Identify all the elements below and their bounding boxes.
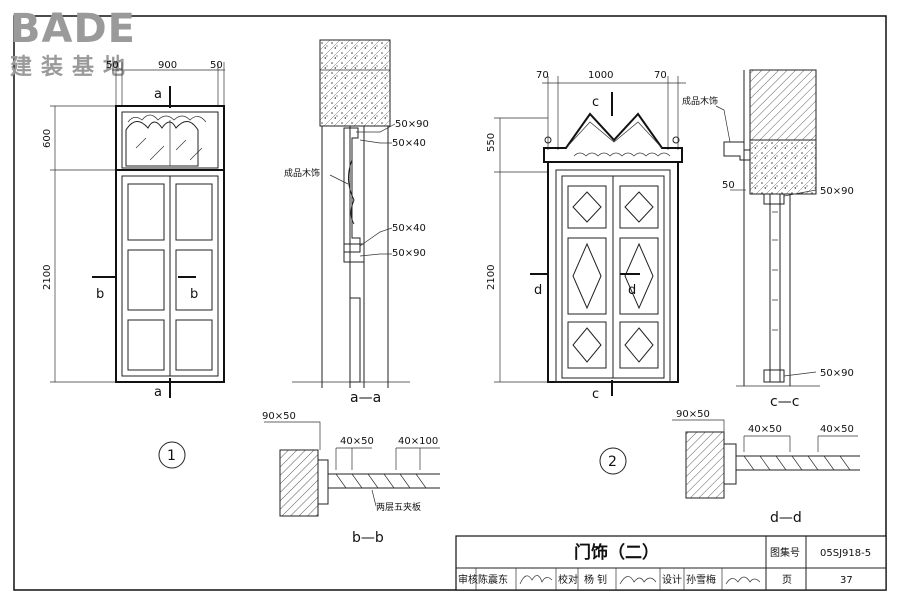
dim-left-upper: 600 <box>42 129 53 148</box>
detail-number-2: 2 <box>608 454 617 470</box>
tb-review-label: 审核 <box>458 573 478 586</box>
dim-top-center: 900 <box>158 60 177 71</box>
tb-page-label: 页 <box>782 574 792 586</box>
cut-a-top: a <box>154 87 162 102</box>
cut-c-bottom: c <box>592 387 599 402</box>
cc-note-4: 50×90 <box>820 368 854 379</box>
detail-number-1: 1 <box>167 448 176 464</box>
cut-c-top: c <box>592 95 599 110</box>
dd-note-1: 90×50 <box>676 409 710 420</box>
section-aa-label: a—a <box>350 390 381 406</box>
section-a-a: 50×90 50×40 成品木饰 50×40 50×90 a—a <box>284 39 429 406</box>
tb-checker: 杨 钊 <box>584 573 607 586</box>
cc-note-2: 50 <box>722 180 735 191</box>
cut-d-right: d <box>628 283 636 298</box>
cut-d-left: d <box>534 283 542 298</box>
door-elevation-1: 50 900 50 600 2100 a a b b <box>42 60 225 469</box>
cc-note-3: 50×90 <box>820 186 854 197</box>
dd-note-3: 40×50 <box>820 424 854 435</box>
sheet-title: 门饰（二） <box>574 542 659 563</box>
dim2-left-lower: 2100 <box>486 265 497 290</box>
sheet-border <box>13 15 887 591</box>
logo-sub-text: 建装基地 <box>10 55 134 80</box>
dim-top-left: 50 <box>106 60 119 71</box>
cut-a-bottom: a <box>154 385 162 400</box>
bade-logo: BADE 建装基地 <box>10 6 136 80</box>
section-bb-label: b—b <box>352 530 384 546</box>
dim-top-right: 50 <box>210 60 223 71</box>
section-c-c: 成品木饰 50 50×90 50×90 c—c <box>682 69 854 410</box>
section-b-b: 90×50 40×50 40×100 两层五夹板 b—b <box>262 411 440 546</box>
title-block: 门饰（二） 图集号 05SJ918-5 审核 陈震东 校对 杨 钊 设计 孙雪梅… <box>455 535 887 591</box>
tb-designer: 孙雪梅 <box>686 573 716 586</box>
tb-check-label: 校对 <box>558 573 578 586</box>
cc-note-1: 成品木饰 <box>682 95 718 107</box>
detail-number-circle-2 <box>599 447 627 475</box>
detail-number-circle-1 <box>158 441 186 469</box>
bb-note-1: 90×50 <box>262 411 296 422</box>
tb-reviewer: 陈震东 <box>478 573 508 586</box>
atlas-number: 05SJ918-5 <box>820 548 871 559</box>
bb-note-2: 40×50 <box>340 436 374 447</box>
dim-left-lower: 2100 <box>42 265 53 290</box>
aa-note-5: 50×90 <box>392 248 426 259</box>
door-elevation-2: 70 1000 70 550 2100 <box>486 70 686 475</box>
cut-b-right: b <box>190 287 198 302</box>
dim2-left-upper: 550 <box>486 133 497 152</box>
aa-note-1: 50×90 <box>395 119 429 130</box>
aa-note-3: 成品木饰 <box>284 167 320 179</box>
section-d-d: 90×50 40×50 40×50 d—d <box>672 409 860 526</box>
aa-note-4: 50×40 <box>392 223 426 234</box>
dim2-top-center: 1000 <box>588 70 613 81</box>
bb-note-4: 两层五夹板 <box>376 501 421 513</box>
aa-note-2: 50×40 <box>392 138 426 149</box>
dd-note-2: 40×50 <box>748 424 782 435</box>
logo-main-text: BADE <box>10 6 136 52</box>
atlas-label: 图集号 <box>770 546 800 559</box>
tb-design-label: 设计 <box>662 573 682 586</box>
tb-page-number: 37 <box>840 575 853 586</box>
dim2-top-right: 70 <box>654 70 667 81</box>
section-dd-label: d—d <box>770 510 802 526</box>
bb-note-3: 40×100 <box>398 436 438 447</box>
cut-b-left: b <box>96 287 104 302</box>
reviewer-signature <box>519 575 553 585</box>
section-cc-label: c—c <box>770 394 799 410</box>
checker-signature <box>619 576 657 585</box>
designer-signature <box>725 576 761 585</box>
dim2-top-left: 70 <box>536 70 549 81</box>
